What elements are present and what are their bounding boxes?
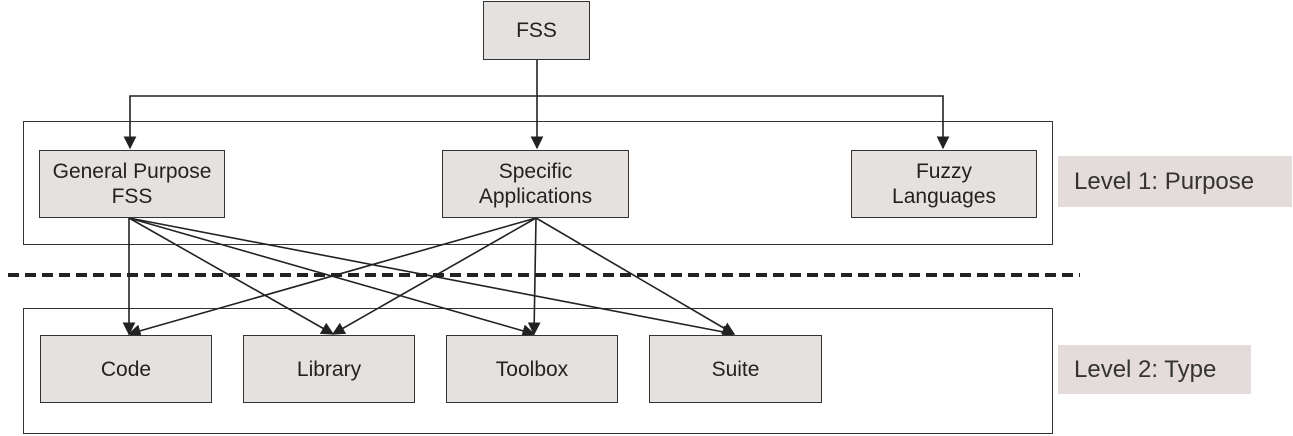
node-fuzzy-languages-line2: Languages (892, 185, 996, 208)
node-suite-label: Suite (711, 357, 760, 381)
node-fss-label: FSS (516, 19, 557, 42)
node-fuzzy-languages-line1: Fuzzy (915, 160, 972, 183)
level1-frame (23, 121, 1053, 245)
node-code: Code (40, 335, 212, 403)
node-general-purpose-fss: General Purpose FSS (39, 150, 225, 218)
node-code-label: Code (100, 357, 152, 381)
level2-tag-label: Level 2: Type (1074, 355, 1217, 383)
node-toolbox: Toolbox (446, 335, 618, 403)
node-fuzzy-languages: Fuzzy Languages (851, 150, 1037, 218)
node-general-purpose-fss-line2: FSS (111, 185, 153, 208)
edge-specific-to-suite (535, 217, 736, 335)
node-specific-applications: Specific Applications (442, 150, 629, 218)
node-specific-applications-line2: Applications (478, 185, 593, 208)
node-fss: FSS (483, 1, 590, 60)
node-library: Library (243, 335, 415, 403)
level1-tag: Level 1: Purpose (1058, 156, 1292, 207)
node-toolbox-label: Toolbox (495, 357, 569, 381)
level2-tag: Level 2: Type (1058, 345, 1251, 394)
node-library-label: Library (296, 357, 362, 381)
node-suite: Suite (649, 335, 822, 403)
edge-fss-to-fuzzy (537, 95, 950, 150)
edge-fss-to-general (123, 60, 538, 150)
level2-frame (23, 308, 1053, 434)
node-general-purpose-fss-line1: General Purpose (52, 160, 212, 183)
level1-tag-label: Level 1: Purpose (1074, 167, 1255, 195)
edge-general-to-suite (128, 217, 736, 339)
node-specific-applications-line1: Specific (498, 160, 573, 183)
